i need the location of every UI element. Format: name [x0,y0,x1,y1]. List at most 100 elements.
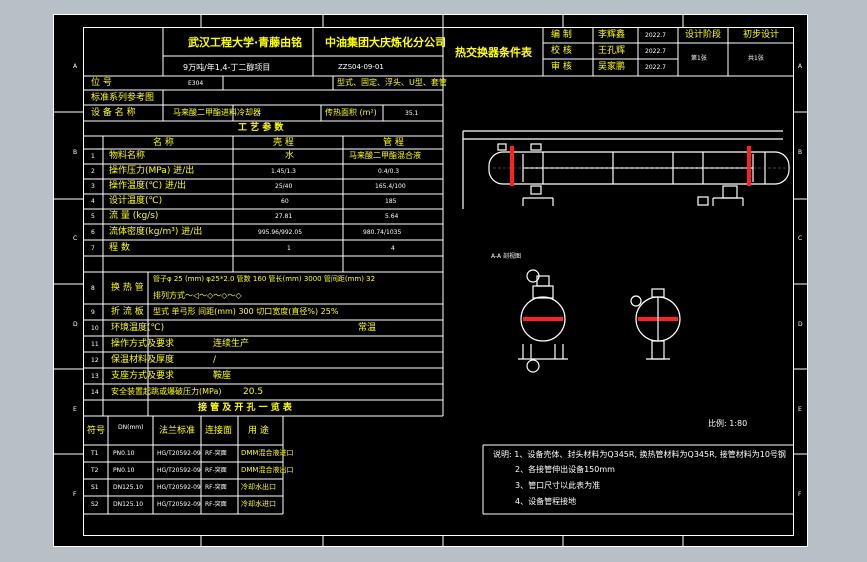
nozzle-face: RF-突面 [205,450,227,457]
row-no: 9 [91,309,95,316]
nozzle-dn: DN125.10 [113,501,144,508]
zone-letter-d: D [73,321,78,328]
row-shell: 1 [287,245,291,252]
nozzle-header-use: 用 途 [248,426,269,436]
nozzle-dn: PN0.10 [113,467,135,474]
nozzle-standard: HG/T20592-09 [157,484,201,491]
row-value: 鞍座 [213,371,232,381]
nozzle-standard: HG/T20592-09 [157,501,201,508]
row-name: 操作方式及要求 [111,339,175,349]
row-shell: 水 [285,151,295,161]
row-shell: 60 [281,198,289,205]
name-checked: 王孔辉 [598,46,626,56]
row-shell: 25/40 [275,183,293,190]
row-name: 操作压力(MPa) 进/出 [109,166,195,176]
zone-letter-a-right: A [798,63,803,70]
row-no: 7 [91,245,95,252]
tubes-label: 换 热 管 [111,283,144,293]
equipment-value: 马来酸二甲酯进料冷却器 [173,108,261,117]
design-stage-label: 设计阶段 [685,30,722,40]
baffle-spec: 型式 单弓形 间距(mm) 300 切口宽度(直径%) 25% [153,307,339,316]
row-name: 环境温度(℃) [111,323,165,333]
row-name: 流体密度(kg/m³) 进/出 [109,227,203,237]
row-no: 11 [91,341,99,348]
row-value: 20.5 [243,387,264,397]
tubes-layout: 排列方式～◁～◇～◇～◇ [153,291,242,300]
nozzle-face: RF-突面 [205,467,227,474]
row-no: 14 [91,389,99,396]
frame-lines [53,14,808,547]
zone-letter-d-right: D [798,321,803,328]
nozzle-symbol: S2 [91,501,99,508]
zone-letter-f-right: F [798,491,802,498]
note-line-4: 4、设备管程接地 [515,497,577,506]
nozzle-header-dn: DN(mm) [118,424,144,431]
row-name: 流 量 (kg/s) [109,211,159,221]
sheet-count: 共1张 [748,55,764,62]
university-name: 武汉工程大学·青藤由铭 [188,36,303,49]
nozzle-use: DMM混合液进口 [241,449,294,457]
nozzle-header-face: 连接面 [205,426,233,436]
process-title: 工 艺 参 数 [238,123,284,133]
equipment-label: 设 备 名 称 [91,108,136,118]
role-prepared: 编 制 [551,30,572,40]
tubes-spec: 管子φ 25 (mm) φ25*2.0 管数 160 管长(mm) 3000 管… [153,275,376,283]
col-tube-header: 管 程 [383,138,404,148]
nozzle-face: RF-突面 [205,484,227,491]
nozzle-dn: PN0.10 [113,450,135,457]
name-prepared: 李辉鑫 [598,30,626,40]
drawing-sheet: A B C D E F A B C D E F 武汉工程大学·青藤由铭 9万吨/… [53,14,808,547]
section-label: A-A 剖视图 [491,253,522,260]
nozzle-use: DMM混合液出口 [241,466,294,474]
row-name: 保温材料及厚度 [111,355,175,365]
nozzle-header-flange: 法兰标准 [159,426,196,436]
row-no: 5 [91,213,95,220]
row-name: 操作温度(℃) 进/出 [109,181,187,191]
row-no: 1 [91,153,95,160]
name-reviewed: 吴家鹏 [598,62,626,72]
zone-letter-a: A [73,63,78,70]
nozzle-header-symbol: 符号 [87,426,106,436]
nozzle-use: 冷却水出口 [241,483,276,491]
area-value: 35.1 [405,110,419,117]
row-tube: 185 [385,198,397,205]
nozzle-use: 冷却水进口 [241,500,276,508]
nozzle-dn: DN125.10 [113,484,144,491]
zone-letter-b-right: B [798,149,803,156]
design-stage-value: 初步设计 [743,30,780,40]
zone-letter-e: E [73,406,77,413]
note-line-3: 3、管口尺寸以此表为准 [515,481,601,490]
row-no: 6 [91,229,95,236]
row-shell: 27.81 [275,213,293,220]
row-tube: 马来酸二甲酯混合液 [349,151,421,160]
zone-letter-c: C [73,235,78,242]
drawing-number: ZZS04-09-01 [338,63,384,71]
sheet-title: 热交换器条件表 [455,46,532,59]
row-tube: 165.4/100 [375,183,406,190]
row-no: 2 [91,168,95,175]
row-value: 常温 [358,323,377,333]
zone-letter-e-right: E [798,406,802,413]
row-name: 程 数 [109,243,130,253]
row-tube: 4 [391,245,395,252]
type-label: 型式、固定、浮头、U型、套管 [337,78,447,87]
zone-letter-b: B [73,149,78,156]
row-value: 连续生产 [213,339,250,349]
position-value: E304 [188,80,204,87]
row-no: 10 [91,325,99,332]
role-reviewed: 审 核 [551,62,572,72]
scale-label: 比例: 1:80 [708,419,748,428]
row-no: 12 [91,357,99,364]
sheet-number: 第1张 [691,55,707,62]
row-name: 物料名称 [109,151,146,161]
row-shell: 1.45/1.3 [271,168,296,175]
nozzle-standard: HG/T20592-09 [157,467,201,474]
zone-letter-f: F [73,491,77,498]
date-reviewed: 2022.7 [645,64,666,71]
row-tube: 0.4/0.3 [378,168,400,175]
row-tube: 980.74/1035 [363,229,402,236]
nozzle-symbol: T2 [91,467,99,474]
row-name: 设计温度(℃) [109,196,163,206]
nozzle-title: 接 管 及 开 孔 一 览 表 [198,403,292,413]
note-line-2: 2、各接管伸出设备150mm [515,465,615,474]
